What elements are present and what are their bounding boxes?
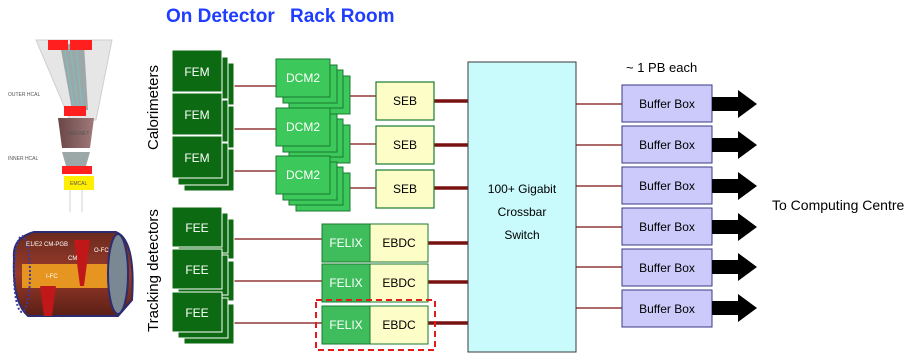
buffer-box-3: Buffer Box <box>621 166 757 205</box>
ebdc-label: EBDC <box>382 276 416 290</box>
fee-stack-3: FEE <box>171 291 235 345</box>
ofc-label: O-FC <box>94 248 109 254</box>
links <box>222 85 622 325</box>
fee-stack-2: FEE <box>171 248 235 302</box>
fee-box <box>171 248 223 290</box>
fem-box <box>171 135 223 179</box>
arrow-right-icon <box>712 131 757 159</box>
seb-label: SEB <box>393 94 417 108</box>
dcm2-stack-3: DCM2 <box>275 155 351 212</box>
header-on-detector: On Detector <box>166 6 275 27</box>
fem-box <box>171 92 223 136</box>
ifc-label: I-FC <box>46 274 58 280</box>
buffer-box-label: Buffer Box <box>639 179 695 193</box>
felix-label: FELIX <box>329 236 362 250</box>
magnet-label: MAGNET <box>68 131 89 137</box>
fee-box <box>171 206 223 248</box>
destination-label: To Computing Centre <box>772 197 905 213</box>
buffer-box-label: Buffer Box <box>639 220 695 234</box>
dcm2-box <box>275 107 331 147</box>
buffer-box-6: Buffer Box <box>621 289 757 328</box>
fee-label: FEE <box>185 221 208 235</box>
end-label: E1/E2 CM-PGB <box>26 242 68 248</box>
arrow-right-icon <box>712 172 757 200</box>
switch-line-1: 100+ Gigabit <box>488 182 557 196</box>
fee-box <box>171 291 223 333</box>
calorimeter-detector-image: OUTER HCAL MAGNET INNER HCAL EMCAL <box>8 39 113 212</box>
arrow-right-icon <box>712 294 757 322</box>
dcm2-label: DCM2 <box>286 71 320 85</box>
ebdc-label: EBDC <box>382 236 416 250</box>
dcm2-stack-2: DCM2 <box>275 107 351 164</box>
seb-box-3: SEB <box>375 169 435 209</box>
fem-label: FEM <box>184 108 209 122</box>
header-rack-room: Rack Room <box>290 6 395 27</box>
emcal-label: EMCAL <box>70 181 87 187</box>
fem-label: FEM <box>184 65 209 79</box>
arrow-right-icon <box>712 90 757 118</box>
fem-box <box>171 49 223 93</box>
felix-label: FELIX <box>329 276 362 290</box>
calorimeters-label: Calorimeters <box>145 65 162 150</box>
felix-ebdc-row-2: FELIX EBDC <box>321 263 429 303</box>
dcm2-box <box>275 58 331 98</box>
buffer-box-label: Buffer Box <box>639 138 695 152</box>
dcm2-box <box>275 155 331 195</box>
arrow-right-icon <box>712 213 757 241</box>
ebdc-label: EBDC <box>382 318 416 332</box>
buffer-box-label: Buffer Box <box>639 302 695 316</box>
buffer-box-label: Buffer Box <box>639 261 695 275</box>
crossbar-switch: 100+ Gigabit Crossbar Switch <box>467 61 577 353</box>
seb-label: SEB <box>393 138 417 152</box>
seb-label: SEB <box>393 182 417 196</box>
dcm2-label: DCM2 <box>286 120 320 134</box>
fee-stack-1: FEE <box>171 206 235 260</box>
fee-label: FEE <box>185 306 208 320</box>
dcm2-label: DCM2 <box>286 168 320 182</box>
arrow-right-icon <box>712 253 757 281</box>
felix-ebdc-row-3: FELIX EBDC <box>321 305 429 345</box>
fem-stack-3: FEM <box>171 135 235 192</box>
tpc-detector-image: CM O-FC I-FC E1/E2 CM-PGB <box>12 231 134 317</box>
fem-stack-2: FEM <box>171 92 235 149</box>
buffer-box-5: Buffer Box <box>621 248 757 287</box>
felix-ebdc-row-1: FELIX EBDC <box>321 223 429 263</box>
highlight-dashed-box <box>315 299 436 351</box>
fem-label: FEM <box>184 151 209 165</box>
fee-label: FEE <box>185 263 208 277</box>
inner-hcal-label: INNER HCAL <box>8 156 39 162</box>
buffer-capacity-label: ~ 1 PB each <box>626 60 697 75</box>
felix-label: FELIX <box>329 318 362 332</box>
buffer-box-2: Buffer Box <box>621 125 757 164</box>
switch-line-2: Crossbar <box>498 205 547 219</box>
seb-box-2: SEB <box>375 125 435 165</box>
seb-box-1: SEB <box>375 81 435 121</box>
buffer-box-label: Buffer Box <box>639 97 695 111</box>
tracking-detectors-label: Tracking detectors <box>145 209 162 332</box>
switch-line-3: Switch <box>504 228 539 242</box>
outer-hcal-label: OUTER HCAL <box>8 92 40 98</box>
dcm2-stack-1: DCM2 <box>275 58 351 115</box>
buffer-box-4: Buffer Box <box>621 207 757 246</box>
buffer-box-1: Buffer Box <box>621 84 757 123</box>
cm-label: CM <box>68 256 77 262</box>
